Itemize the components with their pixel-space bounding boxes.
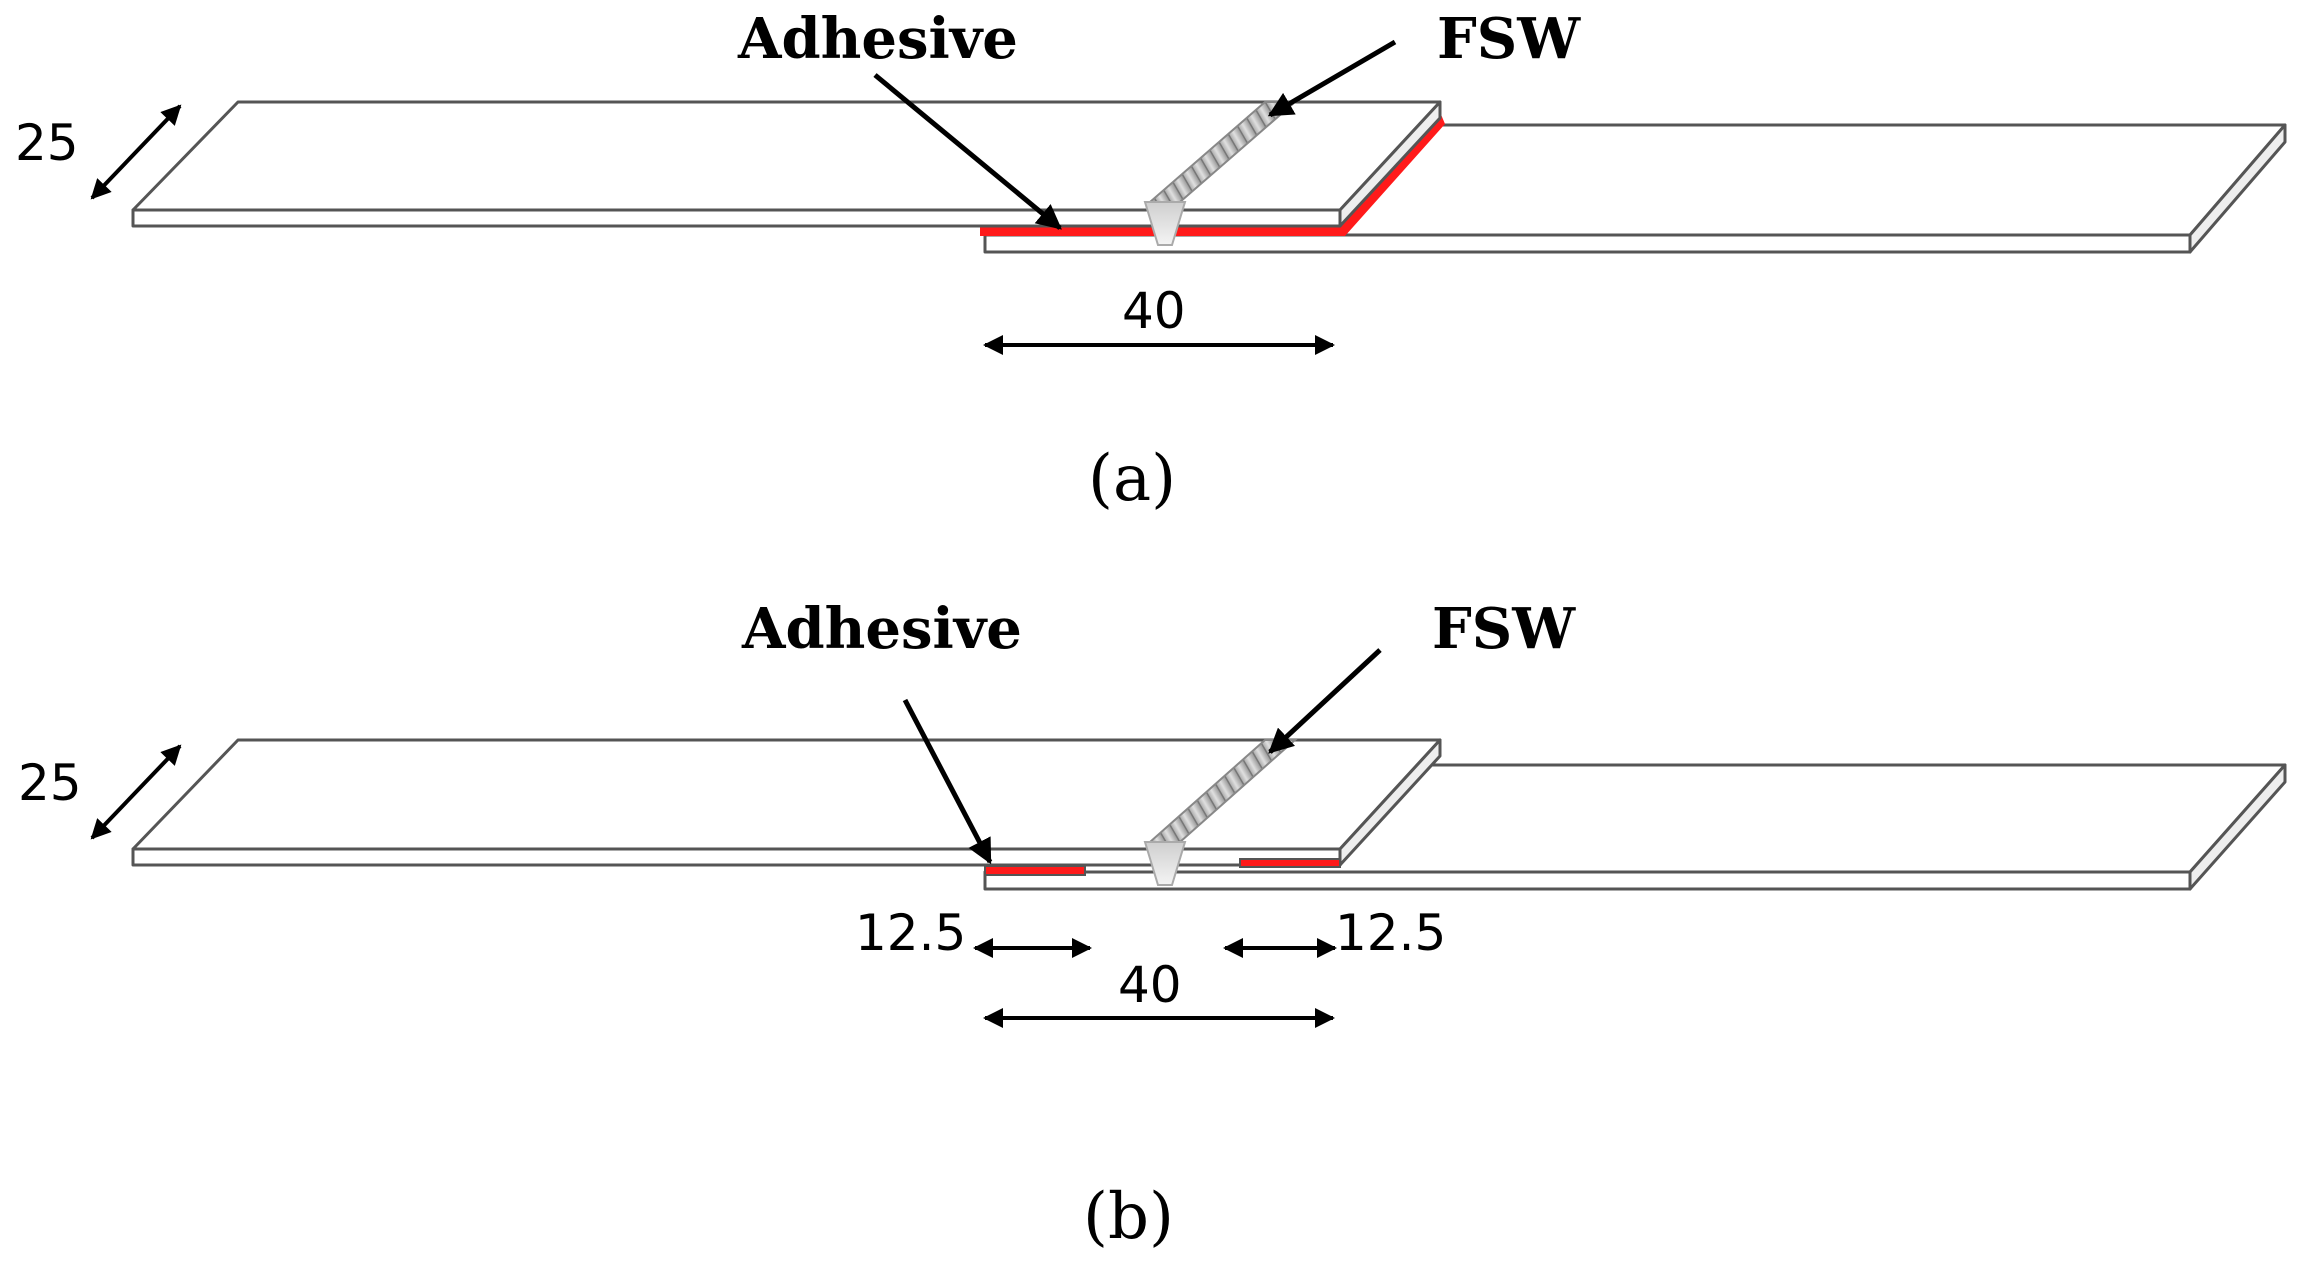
adhesive-strip-right-b [1239, 858, 1341, 868]
fsw-weld-b [1143, 739, 1298, 886]
caption-b: (b) [1083, 1180, 1174, 1254]
width-dimension-a: 25 [15, 104, 182, 200]
width-dim-label-a: 25 [15, 114, 79, 172]
adhesive-pointer-b: Adhesive [741, 596, 1022, 865]
right-adhesive-dimension-b: 12.5 [1223, 904, 1446, 962]
adhesive-label-b: Adhesive [741, 596, 1022, 662]
adhesive-label-a: Adhesive [737, 6, 1018, 72]
adhesive-strips-b [984, 858, 1341, 876]
overlap-dimension-a: 40 [983, 282, 1335, 355]
width-dim-label-b: 25 [18, 754, 82, 812]
panel-a: 25 Adhesive FSW 40 (a) [15, 6, 2287, 516]
left-adhesive-dim-label-b: 12.5 [855, 904, 966, 962]
overlap-dim-label-b: 40 [1118, 956, 1182, 1014]
adhesive-pointer-a: Adhesive [737, 6, 1062, 230]
right-adhesive-dim-label-b: 12.5 [1335, 904, 1446, 962]
overlap-dimension-b: 40 [983, 956, 1335, 1028]
panel-b: 25 Adhesive FSW 12.5 12.5 40 (b) [18, 596, 2287, 1254]
fsw-pointer-b: FSW [1268, 596, 1576, 754]
width-dimension-b: 25 [18, 744, 182, 840]
caption-a: (a) [1088, 442, 1176, 516]
fsw-pointer-a: FSW [1267, 6, 1581, 118]
fsw-label-b: FSW [1432, 596, 1576, 662]
overlap-dim-label-a: 40 [1122, 282, 1186, 340]
left-adhesive-dimension-b: 12.5 [855, 904, 1092, 962]
fsw-label-a: FSW [1437, 6, 1581, 72]
adhesive-strip-left-b [984, 865, 1086, 876]
